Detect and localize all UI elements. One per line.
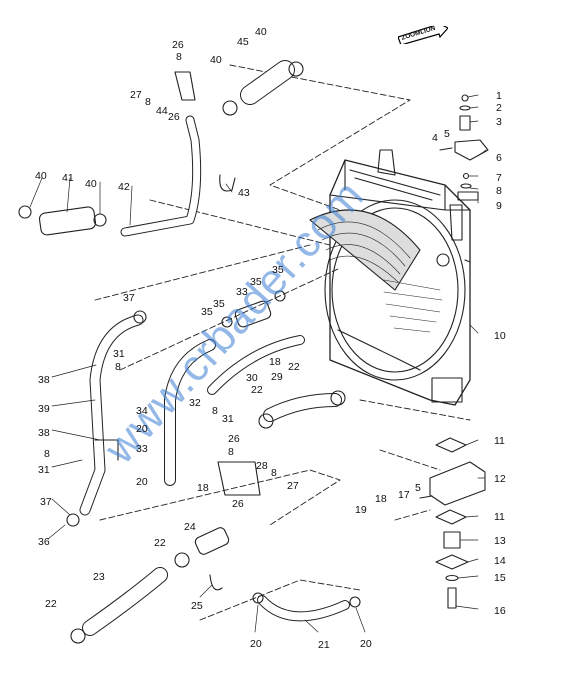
part-label: 5: [444, 128, 450, 140]
part-label: 38: [38, 427, 50, 439]
part-label: 33: [136, 443, 148, 455]
part-label: 42: [118, 181, 130, 193]
part-label: 35: [213, 298, 225, 310]
part-label: 11: [494, 435, 505, 447]
part-label: 19: [355, 504, 367, 516]
part-label: 31: [113, 348, 125, 360]
part-label: 17: [398, 489, 410, 501]
part-label: 14: [494, 555, 506, 567]
part-label: 22: [154, 537, 166, 549]
part-label: 43: [238, 187, 250, 199]
part-label: 16: [494, 605, 506, 617]
part-label: 9: [496, 200, 502, 212]
radiator-assembly: [309, 149, 471, 406]
part-label: 20: [136, 476, 148, 488]
part-label: 10: [494, 330, 506, 342]
part-label: 44: [156, 105, 168, 117]
part-label: 28: [256, 460, 268, 472]
part-label: 37: [40, 496, 52, 508]
part-label: 35: [250, 276, 262, 288]
part-label: 40: [255, 26, 267, 38]
direction-arrow-icon: [398, 26, 448, 44]
part-label: 21: [318, 639, 330, 651]
part-label: 3: [496, 116, 502, 128]
left-vertical-pipe: [66, 310, 147, 527]
part-label: 8: [228, 446, 234, 458]
part-label: 26: [168, 111, 180, 123]
mount-bracket-stack: [419, 437, 486, 609]
part-label: 13: [494, 535, 506, 547]
part-label: 22: [288, 361, 300, 373]
part-label: 35: [201, 306, 213, 318]
part-label: 8: [115, 361, 121, 373]
part-label: 26: [172, 39, 184, 51]
part-label: 37: [123, 292, 135, 304]
part-label: 29: [271, 371, 283, 383]
part-label: 8: [212, 405, 218, 417]
part-label: 23: [93, 571, 105, 583]
part-label: 8: [271, 467, 277, 479]
part-label: 39: [38, 403, 50, 415]
part-label: 41: [62, 172, 74, 184]
part-label: 36: [38, 536, 50, 548]
part-label: 22: [45, 598, 57, 610]
part-label: 11: [494, 511, 505, 523]
middle-pipes: [164, 290, 346, 496]
part-label: 2: [496, 102, 502, 114]
part-label: 4: [432, 132, 438, 144]
leader-lines: [29, 94, 487, 633]
part-label: 20: [250, 638, 262, 650]
part-label: 7: [496, 172, 502, 184]
part-label: 1: [496, 90, 502, 102]
part-label: 31: [38, 464, 50, 476]
part-label: 26: [232, 498, 244, 510]
part-label: 8: [44, 448, 50, 460]
part-label: 40: [35, 170, 47, 182]
part-label: 20: [360, 638, 372, 650]
part-label: 12: [494, 473, 506, 485]
part-label: 8: [176, 51, 182, 63]
part-label: 5: [415, 482, 421, 494]
part-label: 18: [375, 493, 387, 505]
lower-hoses: [70, 527, 361, 644]
part-label: 18: [269, 356, 281, 368]
part-label: 33: [236, 286, 248, 298]
part-label: 15: [494, 572, 506, 584]
part-label: 26: [228, 433, 240, 445]
part-label: 40: [210, 54, 222, 66]
hose-group-upper-left: [18, 115, 236, 237]
part-label: 20: [136, 423, 148, 435]
part-label: 38: [38, 374, 50, 386]
part-label: 40: [85, 178, 97, 190]
part-label: 8: [496, 185, 502, 197]
part-label: 35: [272, 264, 284, 276]
part-label: 18: [197, 482, 209, 494]
part-label: 27: [287, 480, 299, 492]
part-label: 27: [130, 89, 142, 101]
part-label: 24: [184, 521, 196, 533]
part-label: 45: [237, 36, 249, 48]
top-mount-hardware: [439, 94, 489, 201]
part-label: 6: [496, 152, 502, 164]
dashed-guide-lines: [94, 64, 471, 621]
part-label: 25: [191, 600, 203, 612]
part-label: 22: [251, 384, 263, 396]
part-label: 8: [145, 96, 151, 108]
part-label: 30: [246, 372, 258, 384]
part-label: 32: [189, 397, 201, 409]
part-label: 31: [222, 413, 234, 425]
upper-hose-45: [174, 60, 304, 116]
part-label: 34: [136, 405, 148, 417]
